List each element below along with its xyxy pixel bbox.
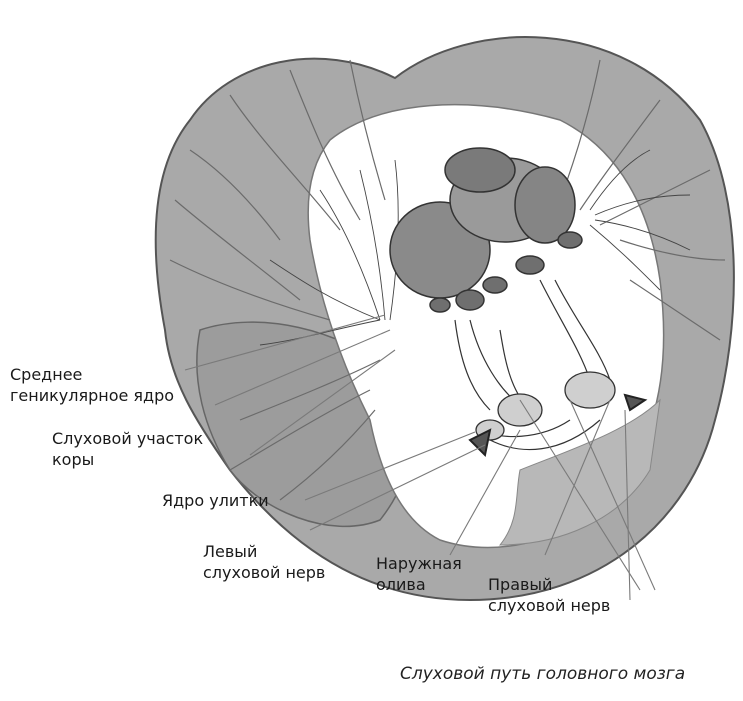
label-medial-geniculate-line2: геникулярное ядро — [10, 385, 174, 406]
label-superior-olive: Наружная олива — [376, 553, 462, 595]
label-auditory-cortex: Слуховой участок коры — [52, 428, 203, 470]
label-left-auditory-nerve-line2: слуховой нерв — [203, 562, 325, 583]
label-right-auditory-nerve: Правый слуховой нерв — [488, 574, 610, 616]
label-medial-geniculate-line1: Среднее — [10, 364, 174, 385]
label-auditory-cortex-line2: коры — [52, 449, 203, 470]
label-superior-olive-line2: олива — [376, 574, 462, 595]
label-left-auditory-nerve-line1: Левый — [203, 541, 325, 562]
label-left-auditory-nerve: Левый слуховой нерв — [203, 541, 325, 583]
label-right-auditory-nerve-line1: Правый — [488, 574, 610, 595]
label-superior-olive-line1: Наружная — [376, 553, 462, 574]
figure-caption: Слуховой путь головного мозга — [400, 664, 685, 684]
label-cochlear-nucleus: Ядро улитки — [162, 490, 269, 511]
label-right-auditory-nerve-line2: слуховой нерв — [488, 595, 610, 616]
label-auditory-cortex-line1: Слуховой участок — [52, 428, 203, 449]
label-cochlear-nucleus-line1: Ядро улитки — [162, 490, 269, 511]
label-medial-geniculate: Среднее геникулярное ядро — [10, 364, 174, 406]
